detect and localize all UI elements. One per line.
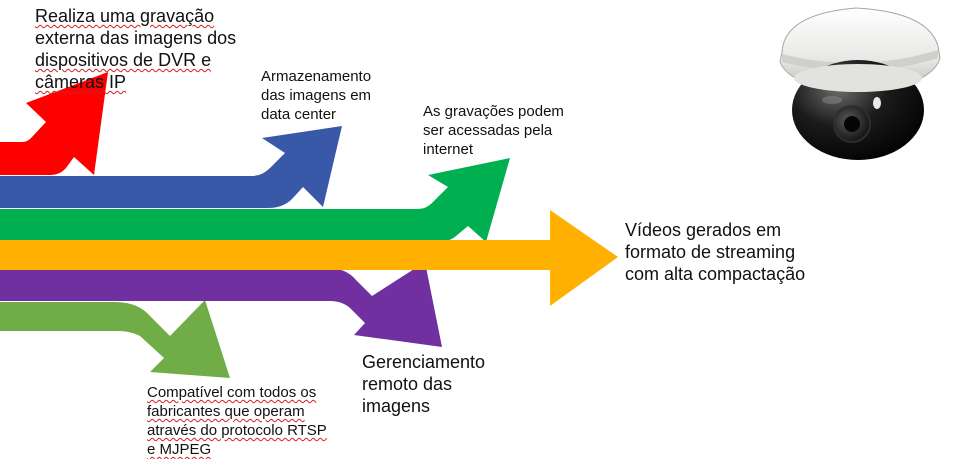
- label-orange-line-3: com alta compactação: [625, 264, 806, 284]
- label-orange-line-2: formato de streaming: [625, 242, 796, 262]
- label-purple-line-3: imagens: [362, 396, 431, 416]
- label-green-line-2: ser acessadas pela: [423, 122, 553, 139]
- label-lightgreen-line-3: através do protocolo RTSP: [147, 422, 327, 439]
- label-purple-line-2: remoto das: [362, 374, 453, 394]
- label-blue-line-3: data center: [261, 106, 337, 123]
- dome-camera-icon: [779, 7, 941, 160]
- camera-lens-core: [844, 116, 860, 132]
- label-orange-line-1: Vídeos gerados em: [625, 220, 782, 240]
- label-blue-line-1: Armazenamento: [261, 68, 372, 85]
- green-arrow: [0, 158, 510, 242]
- blue-arrow: [0, 126, 342, 208]
- orange-arrow: [0, 210, 618, 306]
- label-lightgreen-line-1: Compatível com todos os: [147, 384, 317, 401]
- label-lightgreen-line-2: fabricantes que operam: [147, 403, 305, 420]
- purple-arrow: [0, 262, 442, 347]
- camera-dome-ring: [794, 64, 922, 92]
- label-red-line-2: externa das imagens dos: [35, 28, 237, 48]
- camera-reflection: [822, 96, 842, 104]
- label-red-line-1: Realiza uma gravação: [35, 6, 215, 26]
- label-green-line-3: internet: [423, 141, 474, 158]
- label-red-line-4: câmeras IP: [35, 72, 127, 92]
- label-blue-line-2: das imagens em: [261, 87, 372, 104]
- label-lightgreen-line-4: e MJPEG: [147, 441, 212, 458]
- label-green-line-1: As gravações podem: [423, 103, 564, 120]
- camera-highlight: [873, 97, 881, 109]
- camera-shell-rim: [782, 50, 938, 72]
- red-arrow: [0, 72, 108, 175]
- lightgreen-arrow: [0, 300, 230, 378]
- label-red-line-3: dispositivos de DVR e: [35, 50, 212, 70]
- label-purple-line-1: Gerenciamento: [362, 352, 486, 372]
